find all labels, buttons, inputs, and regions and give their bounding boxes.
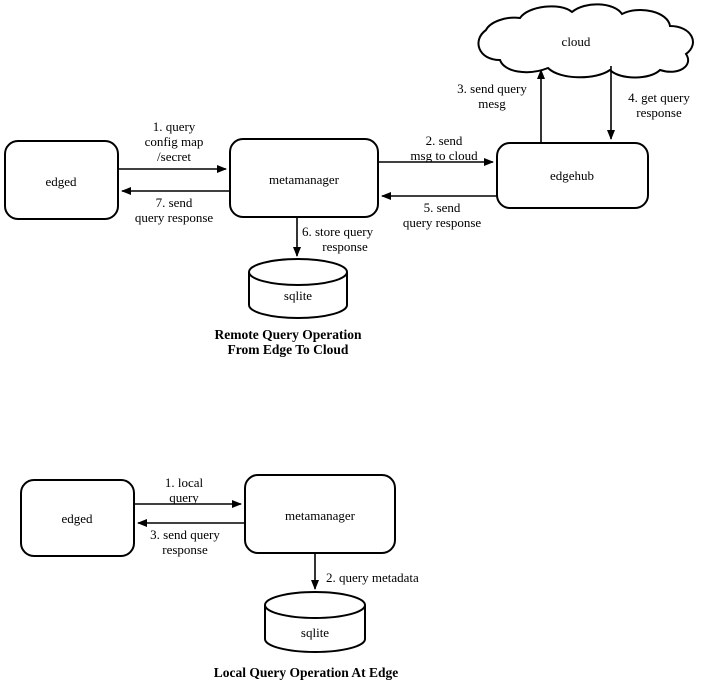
cloud-label: cloud [562, 34, 591, 49]
node-edgehub[interactable]: edgehub [496, 142, 649, 209]
remote-caption-line1: Remote Query Operation [215, 327, 362, 342]
metamanager-label: metamanager [269, 172, 340, 187]
arrow-local-1-label-line2: query [169, 490, 199, 505]
edged-box [4, 140, 119, 220]
remote-caption-line2: From Edge To Cloud [228, 342, 349, 357]
arrow-6-label-line1: 6. store query [302, 224, 374, 239]
edged-label: edged [45, 174, 77, 189]
arrow-local-3-label-line2: response [162, 542, 208, 557]
metamanager-label-local: metamanager [285, 508, 356, 523]
arrow-1-label-line2: config map [145, 134, 204, 149]
arrow-local-1-label-line1: 1. local [165, 475, 204, 490]
arrow-4-label-line1: 4. get query [628, 90, 690, 105]
remote-query-diagram: cloud edged metamanager edgehub sql [4, 3, 694, 357]
node-edged-remote[interactable]: edged [4, 140, 119, 220]
sqlite-cylinder-top [248, 258, 348, 286]
arrow-2-label-line2: msg to cloud [410, 148, 478, 163]
arrow-2-label-line1: 2. send [426, 133, 463, 148]
arrow-1-label-line1: 1. query [153, 119, 196, 134]
arrow-local-2-label: 2. query metadata [326, 570, 419, 585]
edgehub-box [496, 142, 649, 209]
metamanager-box-local [244, 474, 396, 554]
node-metamanager-local[interactable]: metamanager [244, 474, 396, 554]
arrow-1-label-line3: /secret [157, 149, 191, 164]
edged-label-local: edged [61, 511, 93, 526]
sqlite-label: sqlite [284, 288, 312, 303]
node-cloud[interactable]: cloud [477, 3, 694, 79]
arrow-4-label-line2: response [636, 105, 682, 120]
sqlite-cylinder-top-local [264, 591, 366, 619]
edged-box-local [20, 479, 135, 557]
local-query-diagram: edged metamanager sqlite 1. local query … [20, 474, 419, 680]
sqlite-label-local: sqlite [301, 625, 329, 640]
arrow-5-label-line1: 5. send [424, 200, 461, 215]
arrow-3-label-line2: mesg [478, 96, 506, 111]
node-sqlite-local[interactable]: sqlite [264, 591, 366, 653]
arrow-7-label-line1: 7. send [156, 195, 193, 210]
arrow-6-label-line2: response [322, 239, 368, 254]
edgehub-label: edgehub [550, 168, 594, 183]
local-caption: Local Query Operation At Edge [214, 665, 399, 680]
arrow-local-3-label-line1: 3. send query [150, 527, 220, 542]
metamanager-box [229, 138, 379, 218]
node-sqlite-remote[interactable]: sqlite [248, 258, 348, 319]
arrow-3-label-line1: 3. send query [457, 81, 527, 96]
node-edged-local[interactable]: edged [20, 479, 135, 557]
node-metamanager-remote[interactable]: metamanager [229, 138, 379, 218]
arrow-5-label-line2: query response [403, 215, 482, 230]
arrow-7-label-line2: query response [135, 210, 214, 225]
cloud-shape [477, 3, 694, 79]
